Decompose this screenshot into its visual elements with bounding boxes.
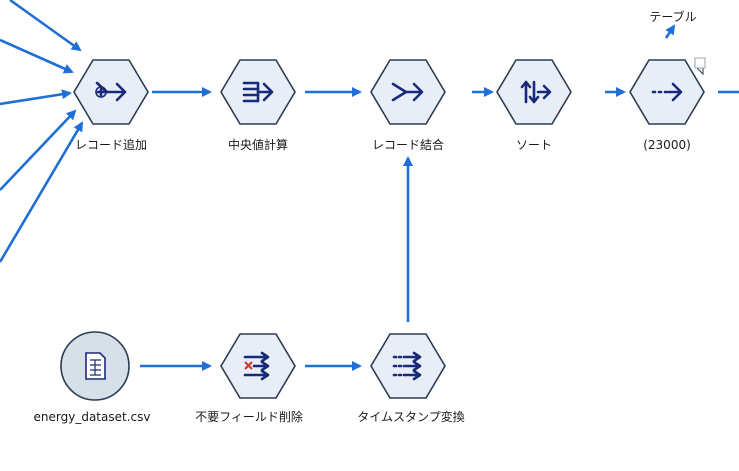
table-node[interactable]: [629, 57, 706, 125]
incoming-edges: [0, 0, 84, 263]
filter-label: 不要フィールド削除: [195, 410, 303, 424]
edge-in-4: [0, 109, 77, 191]
filter-node[interactable]: [220, 333, 296, 399]
edge-in-1: [9, 0, 82, 52]
source-label: energy_dataset.csv: [33, 410, 151, 424]
edge-in-2: [0, 38, 74, 74]
sort-label: ソート: [515, 138, 553, 152]
median-label: 中央値計算: [227, 138, 289, 152]
table-count-label: (23000): [643, 138, 691, 152]
derive-label: タイムスタンプ変換: [357, 410, 465, 424]
edge-in-3: [0, 89, 72, 106]
edge-in-5: [0, 121, 84, 263]
median-node[interactable]: [220, 59, 296, 125]
merge-node[interactable]: [370, 59, 446, 125]
source-node[interactable]: [60, 331, 130, 401]
derive-node[interactable]: [370, 333, 446, 399]
document-badge-icon: [694, 57, 706, 69]
sort-node[interactable]: [496, 59, 572, 125]
append-label: レコード追加: [74, 138, 148, 152]
remove-x-icon: [244, 361, 253, 370]
table-top-label: テーブル: [649, 10, 697, 24]
append-node[interactable]: [73, 59, 149, 125]
edge-table-top: [664, 24, 676, 39]
merge-label: レコード結合: [371, 138, 445, 152]
